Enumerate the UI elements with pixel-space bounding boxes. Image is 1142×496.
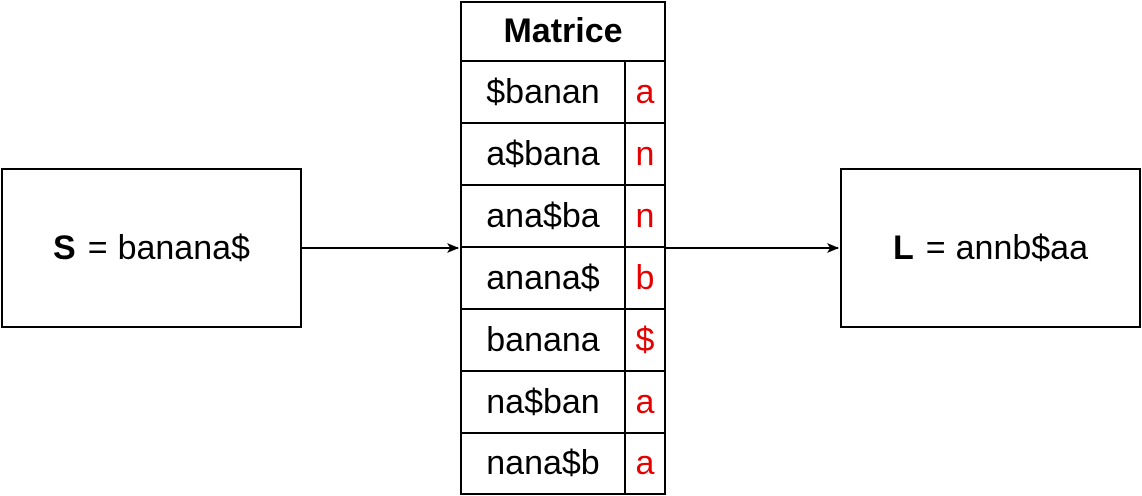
result-string-box: L = annb$aa	[840, 168, 1141, 328]
matrix-row-prefix: banana	[462, 310, 626, 370]
source-string-box: S = banana$	[1, 168, 302, 328]
source-value: banana$	[117, 228, 250, 267]
matrix-row-last-char: a	[635, 382, 655, 421]
matrix-row-prefix: na$ban	[462, 372, 626, 432]
matrix-row-last-char: a	[635, 72, 655, 111]
matrix-row-prefix: a$bana	[462, 124, 626, 184]
equals-sign: =	[87, 228, 108, 267]
matrix-row: anana$b	[462, 248, 664, 310]
matrix-row-prefix: anana$	[462, 248, 626, 308]
matrix-row-prefix: $banan	[462, 62, 626, 122]
matrix-title: Matrice	[462, 3, 664, 62]
matrix-row-last-char: a	[635, 444, 655, 482]
matrix-row-last-char: n	[635, 196, 655, 235]
source-label: S	[53, 228, 76, 267]
matrix-row-last-char: n	[635, 134, 655, 173]
matrix-row-prefix: nana$b	[462, 434, 626, 493]
equals-sign: =	[925, 228, 946, 267]
matrix-row-prefix: ana$ba	[462, 186, 626, 246]
matrix-row: banana$	[462, 310, 664, 372]
matrix-row-last-char: b	[635, 258, 655, 297]
result-label: L	[892, 228, 914, 267]
matrix-row-last-char: $	[635, 320, 655, 359]
result-value: annb$aa	[955, 228, 1088, 267]
